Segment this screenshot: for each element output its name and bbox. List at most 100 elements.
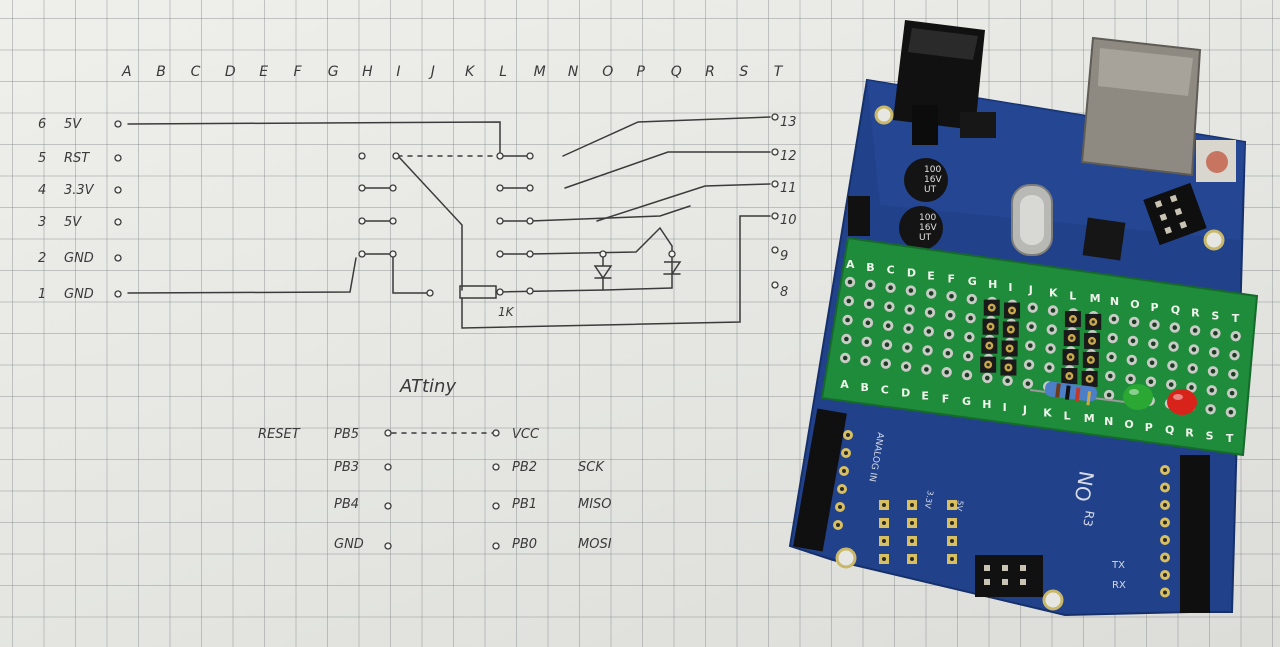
- shield-top-label-P: P: [1151, 301, 1159, 314]
- sketch-chip-func-1: SCK: [578, 460, 605, 475]
- shield-bottom-label-Q: Q: [1165, 424, 1174, 437]
- sketch-resistor: [459, 285, 497, 299]
- board-tx-label: TX: [1111, 560, 1125, 571]
- sketch-node: [389, 250, 397, 258]
- shield-hole-center: [1131, 319, 1137, 325]
- icsp-top-pin: [1164, 226, 1173, 235]
- shield-bottom-label-F: F: [942, 392, 950, 405]
- wire-pin8: [495, 287, 673, 293]
- capacitor-2-text-0: 100: [919, 213, 936, 223]
- sketch-col-Q: Q: [671, 64, 682, 80]
- shield-hole-center: [1213, 331, 1218, 336]
- sketch-node: [771, 281, 779, 289]
- icsp-top-pin: [1179, 221, 1188, 229]
- shield-bottom-label-S: S: [1206, 429, 1214, 442]
- sketch-col-B: B: [156, 64, 166, 80]
- sketch-col-D: D: [225, 64, 236, 80]
- sketch-node: [384, 429, 392, 437]
- icsp-top-body: [1143, 182, 1207, 246]
- dc-jack-top: [908, 28, 978, 60]
- shield-hole-center: [1190, 366, 1195, 371]
- sketch-node: [526, 287, 534, 295]
- sketch-pin-label-1: RST: [64, 151, 90, 166]
- sketch-node-dots: [114, 113, 779, 550]
- icsp-bottom-pin: [1002, 565, 1008, 571]
- sketch-node: [599, 250, 607, 258]
- shield-top-label-T: T: [1232, 312, 1240, 325]
- sketch-node: [496, 152, 504, 160]
- shield-bottom-label-C: C: [881, 384, 889, 397]
- sketch-node: [496, 184, 504, 192]
- sketch-node: [526, 152, 534, 160]
- mount-hole-3: [1203, 229, 1225, 251]
- shield-bottom-label-R: R: [1185, 426, 1194, 439]
- shield-top-label-J: J: [1028, 284, 1033, 297]
- shield-hole-center: [844, 336, 849, 342]
- shield-top-label-A: A: [846, 258, 855, 271]
- sketch-node: [668, 250, 676, 258]
- shield-top-label-K: K: [1049, 287, 1058, 300]
- crystal-shine: [1020, 195, 1044, 245]
- sketch-col-A: A: [121, 64, 132, 80]
- sketch-pin-num-3: 3: [38, 215, 46, 230]
- usb-chip: [1082, 217, 1126, 261]
- shield-hole-center: [1109, 354, 1114, 360]
- sketch-out-pin-8: 8: [780, 285, 788, 300]
- sketch-col-H: H: [362, 64, 373, 80]
- shield-hole-center: [1005, 378, 1010, 384]
- shield-hole-center: [884, 342, 890, 348]
- board-3v3-label: 3.3V: [923, 490, 935, 510]
- sketch-col-R: R: [705, 64, 715, 80]
- digital-pad-hole: [1163, 520, 1167, 525]
- power-pad-hole: [910, 539, 914, 543]
- sketch-node: [771, 212, 779, 220]
- capacitor-1-text-1: 16V: [924, 175, 942, 185]
- sketch-chip-left-3: GND: [334, 537, 364, 552]
- shield-hole-center: [1208, 407, 1213, 412]
- shield-hole-center: [967, 334, 972, 340]
- sketch-pin-label-4: GND: [64, 251, 94, 266]
- wire-5v-rail: [127, 121, 501, 157]
- shield-hole-center: [1029, 324, 1034, 329]
- shield-hole-center: [1050, 308, 1056, 313]
- analog-pad-hole: [840, 487, 844, 491]
- sketch-node: [114, 186, 122, 194]
- shield-hole-center: [1129, 357, 1135, 363]
- sketch-chip-title: ATtiny: [399, 376, 456, 397]
- shield-hole-center: [1229, 390, 1235, 396]
- analog-pad-hole: [846, 433, 850, 437]
- power-pad-hole: [882, 521, 886, 525]
- sketch-chip-func-2: MISO: [578, 497, 612, 512]
- sketch-chip-func-3: MOSI: [578, 537, 612, 552]
- sketch-node: [384, 463, 392, 471]
- shield-hole-center: [885, 323, 891, 329]
- shield-bottom-label-B: B: [861, 381, 869, 394]
- socket-1-hole: [1090, 339, 1094, 343]
- shield-bottom-label-H: H: [982, 398, 991, 411]
- shield-bottom-label-A: A: [840, 378, 849, 391]
- board-5v-label: 5V: [954, 500, 965, 512]
- digital-pad-hole: [1163, 503, 1167, 507]
- sketch-reset-label: RESET: [258, 427, 301, 442]
- icsp-bottom-pin: [1020, 565, 1026, 571]
- shield-hole-center: [944, 369, 949, 375]
- mount-hole-4: [874, 105, 894, 125]
- sketch-col-G: G: [328, 64, 339, 80]
- shield-hole-center: [888, 285, 893, 291]
- socket-0-hole: [986, 363, 990, 367]
- sketch-node: [771, 246, 779, 254]
- power-pad-hole: [910, 503, 914, 507]
- shield-hole-center: [1210, 369, 1216, 374]
- shield-hole-center: [965, 353, 971, 359]
- sketch-chip-left-0: PB5: [334, 427, 359, 442]
- capacitor-2-text-1: 16V: [919, 223, 937, 233]
- sketch-pin-num-6: 6: [38, 117, 46, 132]
- icsp-bottom-pins: [984, 565, 1026, 585]
- shield-hole-center: [1168, 382, 1174, 387]
- digital-header: [1180, 455, 1210, 613]
- sketch-resistor-label: 1K: [498, 305, 515, 319]
- sketch-node: [392, 152, 400, 160]
- shield-hole-center: [1171, 344, 1176, 349]
- sketch-node: [114, 218, 122, 226]
